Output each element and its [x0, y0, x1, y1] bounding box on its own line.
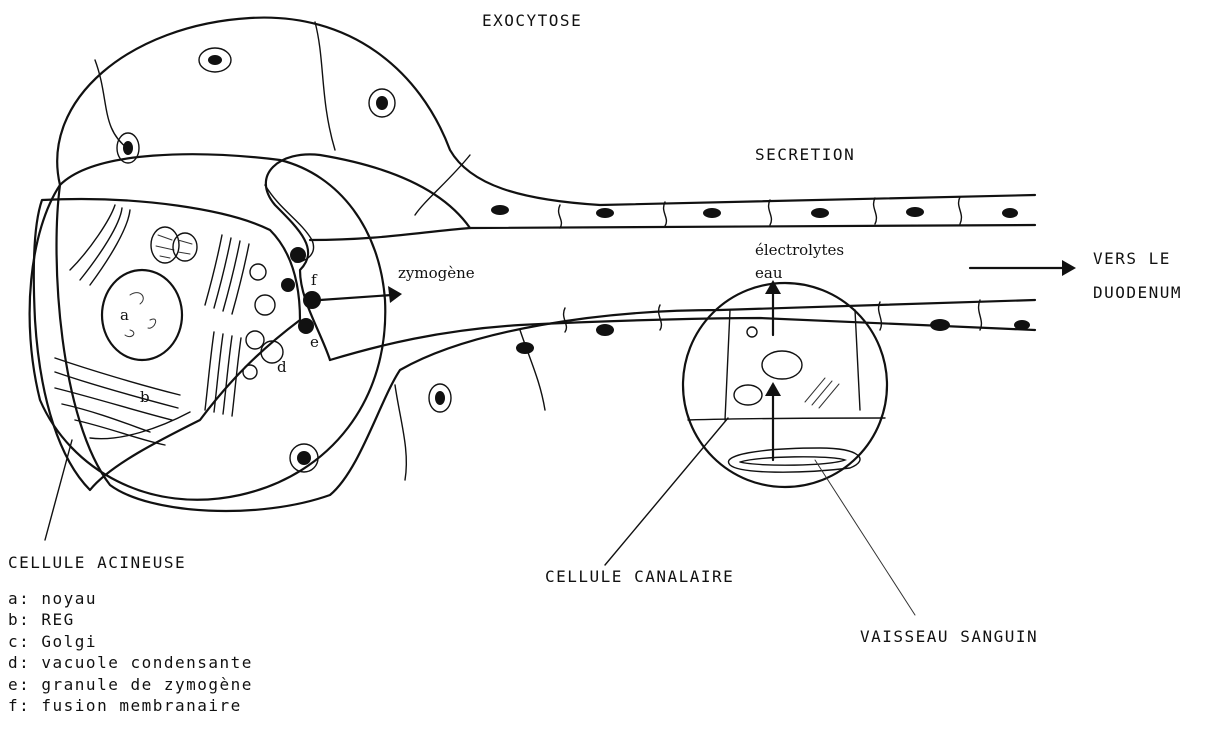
legend-item-f: f: fusion membranaire [8, 695, 253, 716]
ductal-cell-border [688, 310, 885, 420]
legend-item-a: a: noyau [8, 588, 253, 609]
label-cellule-acineuse: CELLULE ACINEUSE [8, 553, 186, 572]
legend-item-c: c: Golgi [8, 631, 253, 652]
legend: a: noyau b: REG c: Golgi d: vacuole cond… [8, 588, 253, 716]
zymogen-arrowhead [388, 286, 402, 303]
cell-border-5 [520, 330, 545, 410]
nucleus-chromatin [125, 293, 156, 337]
label-vers-le: VERS LE [1093, 249, 1171, 268]
acinus-outline [57, 18, 1035, 511]
marker-a: a [120, 306, 129, 324]
cell-border-2 [315, 22, 335, 150]
mitochondria [151, 227, 197, 263]
cell-border-3 [415, 155, 470, 215]
label-cellule-canalaire: CELLULE CANALAIRE [545, 567, 734, 586]
label-electrolytes: électrolytes [755, 241, 844, 259]
acinar-cell [34, 199, 300, 490]
ductal-arrowhead-up [765, 382, 781, 396]
ductal-vesicle [747, 327, 757, 337]
marker-e: e [310, 333, 319, 351]
marker-f: f [311, 271, 318, 289]
pointer-acinar [45, 440, 72, 540]
label-duodenum: DUODENUM [1093, 283, 1182, 302]
duodenum-arrowhead [1062, 260, 1076, 276]
label-secretion: SECRETION [755, 145, 855, 164]
cell-border-4 [395, 385, 406, 480]
legend-item-e: e: granule de zymogène [8, 674, 253, 695]
legend-item-d: d: vacuole condensante [8, 652, 253, 673]
label-eau: eau [755, 264, 783, 282]
label-zymogene: zymogène [398, 264, 475, 282]
duct-upper-lumen-wall [310, 225, 1035, 240]
golgi [205, 235, 249, 416]
acinar-cell-zoom [30, 154, 386, 500]
marker-b: b [140, 388, 150, 406]
label-exocytose: EXOCYTOSE [482, 11, 582, 30]
marker-d: d [277, 358, 287, 376]
blood-vessel [728, 448, 860, 472]
ductal-mitochondrion [734, 385, 762, 405]
label-vaisseau-sanguin: VAISSEAU SANGUIN [860, 627, 1038, 646]
nucleus [102, 270, 182, 360]
pointer-canalaire [605, 418, 728, 565]
ductal-nucleus [762, 351, 802, 379]
acinar-nuclei [117, 48, 451, 472]
zymogen-arrow [320, 295, 392, 300]
pointer-vaisseau [815, 460, 915, 615]
legend-item-b: b: REG [8, 609, 253, 630]
ductal-organelles [805, 378, 839, 408]
apical-membrane [265, 185, 314, 262]
